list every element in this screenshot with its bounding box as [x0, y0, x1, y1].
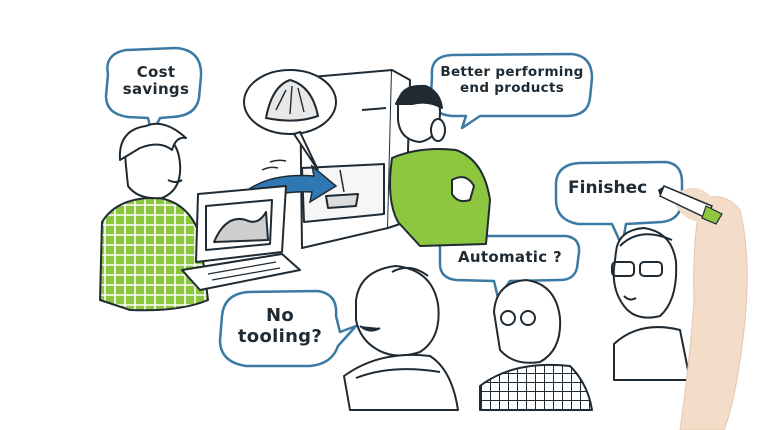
speech-bubble-better [429, 52, 594, 130]
bubble-better-line1: Better performing [440, 64, 584, 80]
person-bald [343, 265, 459, 411]
speech-bubble-icon [104, 46, 684, 368]
bubble-better-text: Better performing end products [438, 64, 586, 96]
person-laptop [99, 122, 209, 312]
bubble-cost-line2: savings [122, 80, 190, 99]
speech-bubble-finished [554, 160, 684, 248]
person-engineer [389, 84, 491, 247]
bubble-cost-line1: Cost [136, 63, 176, 81]
hand-icon [676, 187, 748, 430]
person-glasses [479, 279, 593, 411]
bubble-tooling-line1: No [265, 305, 295, 326]
person-older [611, 227, 691, 381]
speech-bubble-tooling [218, 289, 358, 368]
bubble-tooling-text: No tooling? [226, 305, 334, 347]
bubble-tooling-line2: tooling? [237, 325, 323, 347]
speech-bubble-cost [104, 46, 203, 136]
bubble-cost-text: Cost savings [118, 63, 194, 99]
bubble-better-line2: end products [459, 79, 565, 96]
marker-pen-icon [658, 185, 723, 225]
part-thought-icon [243, 69, 337, 171]
bubble-finished-text: Finishec [568, 178, 648, 198]
bubble-automatic-text: Automatic ? [458, 248, 562, 266]
laptop-icon [181, 185, 301, 291]
